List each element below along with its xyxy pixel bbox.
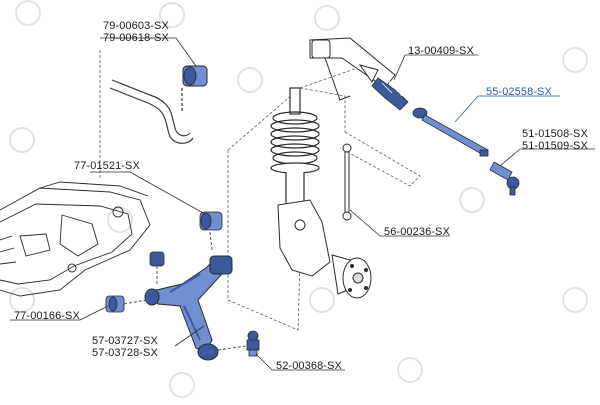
inner-tie-rod-icon xyxy=(412,107,489,157)
part-label: 77-00166-SX xyxy=(14,310,80,322)
small-bushing-icon xyxy=(149,251,165,285)
control-arm-icon xyxy=(144,255,233,361)
part-label: 13-00409-SX xyxy=(408,45,474,57)
strut-assembly xyxy=(270,87,320,206)
part-label: 79-00618-SX xyxy=(103,32,169,44)
part-label: 57-03727-SX xyxy=(92,335,158,347)
watermark-logos xyxy=(9,0,588,398)
part-label: 51-01508-SX xyxy=(522,128,588,140)
tie-rod-end-icon xyxy=(489,161,520,196)
subframe xyxy=(0,181,151,297)
part-label: 77-01521-SX xyxy=(74,160,140,172)
part-label: 51-01509-SX xyxy=(522,140,588,152)
control-arm-bushing-icon xyxy=(199,211,223,231)
knuckle-hub xyxy=(277,199,372,299)
part-label: 57-03728-SX xyxy=(92,347,158,359)
rack-boot-icon xyxy=(371,77,409,111)
part-label: 52-00368-SX xyxy=(276,360,342,372)
leader-lines xyxy=(10,37,595,371)
part-label-highlighted: 55-02558-SX xyxy=(486,86,552,98)
stabilizer-link-icon xyxy=(342,143,352,221)
part-label: 79-00603-SX xyxy=(103,20,169,32)
sway-bar xyxy=(109,79,194,144)
ball-joint-icon xyxy=(246,330,260,357)
arm-bushing-icon xyxy=(105,295,125,313)
dashed-outlines xyxy=(99,50,421,331)
part-label: 56-00236-SX xyxy=(384,226,450,238)
stabilizer-bushing-icon xyxy=(182,65,208,87)
